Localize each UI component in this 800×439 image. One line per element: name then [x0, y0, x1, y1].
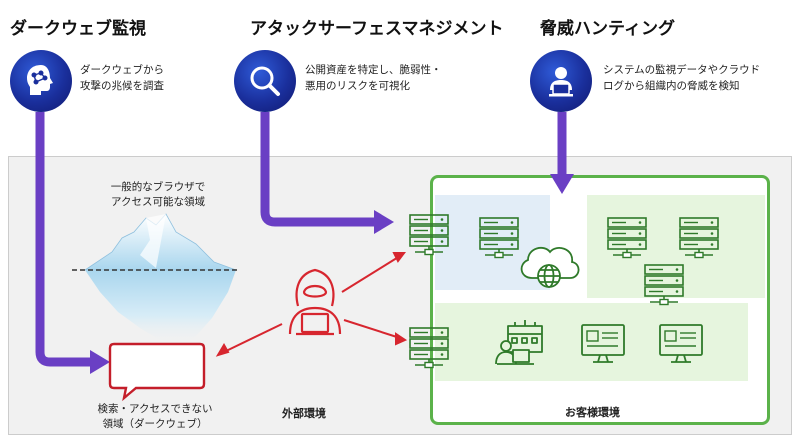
section-desc-asm: 公開資産を特定し、脆弱性・ 悪用のリスクを可視化 — [305, 62, 442, 94]
label-line: 検索・アクセスできない — [97, 403, 213, 415]
desc-line: 攻撃の兆候を調査 — [80, 80, 164, 92]
server-icon — [644, 264, 684, 306]
customer-environment-label: お客様環境 — [565, 406, 620, 419]
iceberg-illustration — [72, 213, 240, 345]
desc-line: システムの監視データやクラウド — [603, 64, 761, 76]
desc-line: 悪用のリスクを可視化 — [305, 80, 410, 92]
monitor-icon — [581, 324, 625, 363]
section-title-asm: アタックサーフェスマネジメント — [250, 19, 504, 39]
dark-web-bubble — [108, 342, 206, 402]
dark-web-arrow — [35, 112, 92, 367]
dark-web-icon — [10, 50, 72, 112]
magnifier-icon — [234, 50, 296, 112]
monitor-icon — [659, 324, 703, 363]
attack-arrows — [215, 252, 408, 357]
label-line: 領域（ダークウェブ） — [102, 418, 208, 430]
section-title-threat-hunting: 脅威ハンティング — [540, 19, 675, 39]
label-line: 一般的なブラウザで — [110, 181, 206, 193]
hacker-icon — [288, 268, 342, 336]
server-icon — [607, 217, 647, 259]
section-desc-threat-hunting: システムの監視データやクラウド ログから組織内の脅威を検知 — [603, 62, 760, 94]
section-title-dark-web: ダークウェブ監視 — [10, 19, 146, 39]
threat-hunting-arrowhead — [550, 174, 574, 194]
internal-zone — [435, 303, 748, 381]
external-environment-label: 外部環境 — [282, 407, 326, 420]
label-line: アクセス可能な領域 — [111, 196, 205, 208]
cloud-globe-icon — [520, 246, 580, 288]
office-worker-icon — [495, 320, 543, 365]
section-desc-dark-web: ダークウェブから 攻撃の兆候を調査 — [80, 62, 164, 94]
analyst-laptop-icon — [530, 50, 592, 112]
server-icon — [679, 217, 719, 259]
desc-line: 公開資産を特定し、脆弱性・ — [305, 64, 442, 76]
dark-web-area-label: 検索・アクセスできない 領域（ダークウェブ） — [80, 402, 230, 432]
asm-arrowhead — [374, 210, 394, 234]
server-icon — [409, 214, 449, 256]
server-icon — [409, 327, 449, 369]
desc-line: ログから組織内の脅威を検知 — [603, 80, 740, 92]
dark-web-arrowhead — [90, 350, 110, 374]
accessible-area-label: 一般的なブラウザで アクセス可能な領域 — [88, 180, 228, 210]
desc-line: ダークウェブから — [80, 64, 164, 76]
asm-arrow — [260, 112, 376, 227]
server-icon — [479, 217, 519, 259]
